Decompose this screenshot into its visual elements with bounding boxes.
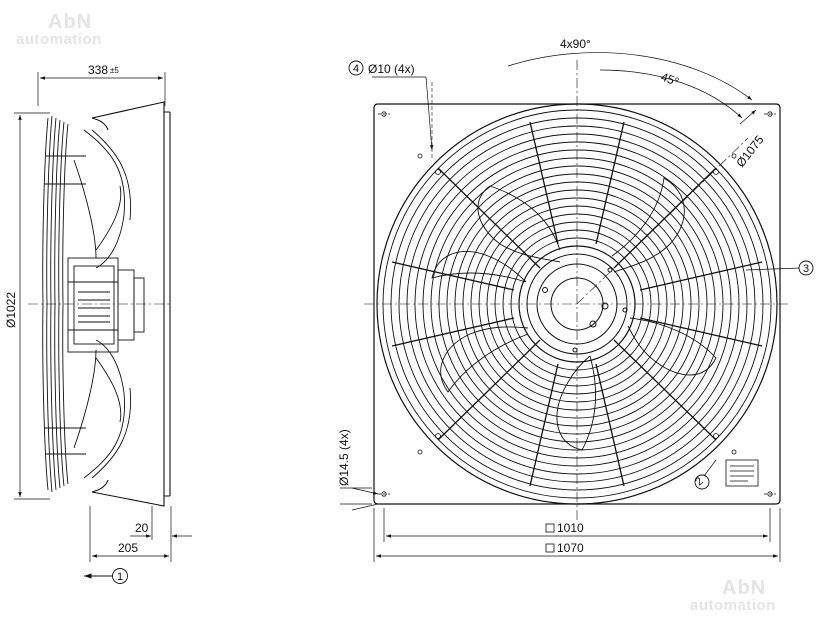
blades-side — [73, 129, 132, 479]
side-view — [14, 72, 192, 584]
width-1010-label: 1010 — [557, 521, 584, 535]
callout-1-circle — [112, 568, 128, 584]
depth-label: 338 — [88, 63, 108, 77]
angle-arc-4x90 — [507, 52, 753, 101]
corner-holes — [378, 111, 776, 497]
bolt-circle-leader — [739, 109, 757, 125]
dim-205-label: 205 — [118, 541, 138, 555]
callout-1-label: 1 — [117, 571, 123, 583]
fan-hub — [518, 245, 636, 363]
watermark-abn: AbN — [722, 577, 767, 599]
angle-arc-45 — [599, 69, 743, 119]
callout-4-circle — [348, 60, 364, 76]
angle-4x90-label: 4x90° — [560, 37, 591, 51]
fan-blades — [431, 177, 717, 451]
angle-45-label: 45° — [659, 70, 681, 89]
bolt-circle-label: Ø1075 — [733, 133, 766, 170]
motor-block — [67, 257, 145, 353]
diameter-label: Ø1022 — [4, 292, 18, 328]
callout-3-circle — [798, 260, 814, 276]
mounting-plate — [373, 103, 781, 505]
dim-20-label: 20 — [135, 521, 149, 535]
watermark-bottom-right: AbN automation — [690, 578, 776, 613]
watermark-automation: automation — [16, 31, 102, 48]
width-1070-label: 1070 — [557, 541, 584, 555]
frame-profile — [91, 101, 171, 507]
fan-guard — [376, 103, 778, 505]
callout-2-circle — [694, 474, 710, 490]
watermark-abn: AbN — [48, 11, 93, 33]
rear-guard — [42, 115, 86, 493]
guard-clips — [417, 153, 737, 455]
side-view-labels: 338 ±5 Ø1022 20 205 1 — [4, 63, 149, 583]
callout-4-label: 4 — [353, 63, 359, 75]
watermark-top-left: AbN automation — [16, 12, 102, 47]
hole-145-label: Ø14.5 (4x) — [337, 429, 351, 486]
callout-3-label: 3 — [803, 263, 809, 275]
rating-label — [725, 459, 759, 487]
holes-label: Ø10 (4x) — [368, 62, 415, 76]
front-view — [340, 52, 814, 562]
depth-tolerance: ±5 — [110, 66, 119, 75]
watermark-automation: automation — [690, 597, 776, 614]
